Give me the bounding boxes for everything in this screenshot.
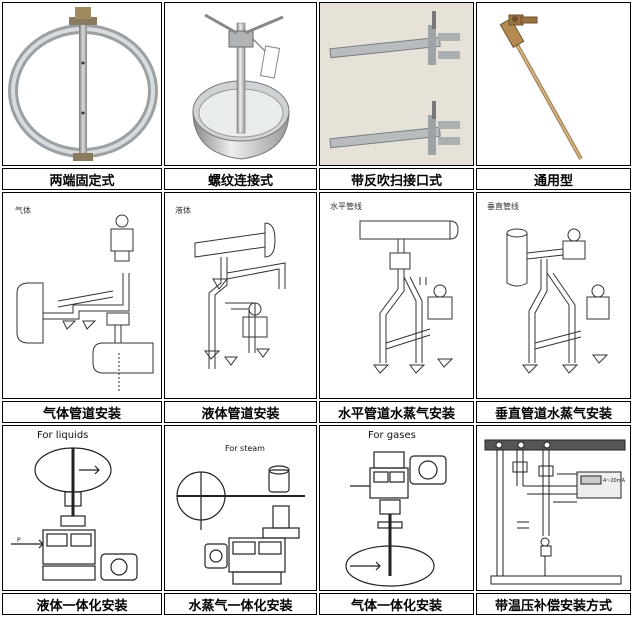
caption-gas-integrated: 气体一体化安装: [319, 593, 474, 615]
back-purge-drawing: [320, 3, 473, 165]
diagram-horizontal-steam: 水平管线: [319, 192, 474, 399]
vertical-steam-drawing: [506, 228, 610, 374]
diagram-liquid-integrated: For liquids P: [2, 425, 162, 591]
gas-integrated-drawing: [345, 451, 447, 587]
temp-pressure-compensation-drawing: 4~20mA: [484, 439, 626, 585]
label-for-liquids: For liquids: [37, 430, 89, 441]
caption-two-end-fixed: 两端固定式: [2, 168, 162, 190]
caption-universal-type: 通用型: [476, 168, 631, 190]
steam-integrated-drawing: [176, 465, 305, 585]
label-gas: 气体: [15, 206, 31, 215]
caption-steam-integrated: 水蒸气一体化安装: [164, 593, 317, 615]
caption-back-purge-interface: 带反吹扫接口式: [319, 168, 474, 190]
caption-liquid-pipeline: 液体管道安装: [164, 401, 317, 423]
threaded-connection-drawing: [192, 13, 290, 160]
svg-text:P: P: [17, 537, 21, 544]
label-liquid: 液体: [175, 206, 191, 215]
liquid-integrated-drawing: P: [11, 447, 138, 581]
label-for-gases: For gases: [368, 430, 416, 441]
photo-two-end-fixed: [2, 2, 162, 166]
universal-type-drawing: [499, 14, 583, 160]
gas-pipeline-drawing: [16, 214, 154, 393]
diagram-vertical-steam: 垂直管线: [476, 192, 631, 399]
diagram-gas-integrated: For gases: [319, 425, 474, 591]
diagram-gas-pipeline: 气体: [2, 192, 162, 399]
label-for-steam: For steam: [225, 444, 265, 453]
photo-universal-type: [476, 2, 631, 166]
two-end-fixed-drawing: [8, 7, 158, 161]
diagram-liquid-pipeline: 液体: [164, 192, 317, 399]
caption-gas-pipeline: 气体管道安装: [2, 401, 162, 423]
svg-text:4~20mA: 4~20mA: [603, 478, 626, 484]
horizontal-steam-drawing: [359, 220, 459, 374]
caption-liquid-integrated: 液体一体化安装: [2, 593, 162, 615]
caption-vertical-steam: 垂直管道水蒸气安装: [476, 401, 631, 423]
photo-threaded-connection: [164, 2, 317, 166]
photo-back-purge-interface: [319, 2, 474, 166]
caption-threaded-connection: 螺纹连接式: [164, 168, 317, 190]
caption-temp-pressure-compensation: 带温压补偿安装方式: [476, 593, 631, 615]
diagram-steam-integrated: For steam: [164, 425, 317, 591]
label-horizontal-pipeline: 水平管线: [330, 202, 362, 211]
caption-horizontal-steam: 水平管道水蒸气安装: [319, 401, 474, 423]
diagram-temp-pressure-compensation: 4~20mA: [476, 425, 631, 591]
liquid-pipeline-drawing: [194, 222, 286, 369]
label-vertical-pipeline: 垂直管线: [487, 202, 519, 211]
